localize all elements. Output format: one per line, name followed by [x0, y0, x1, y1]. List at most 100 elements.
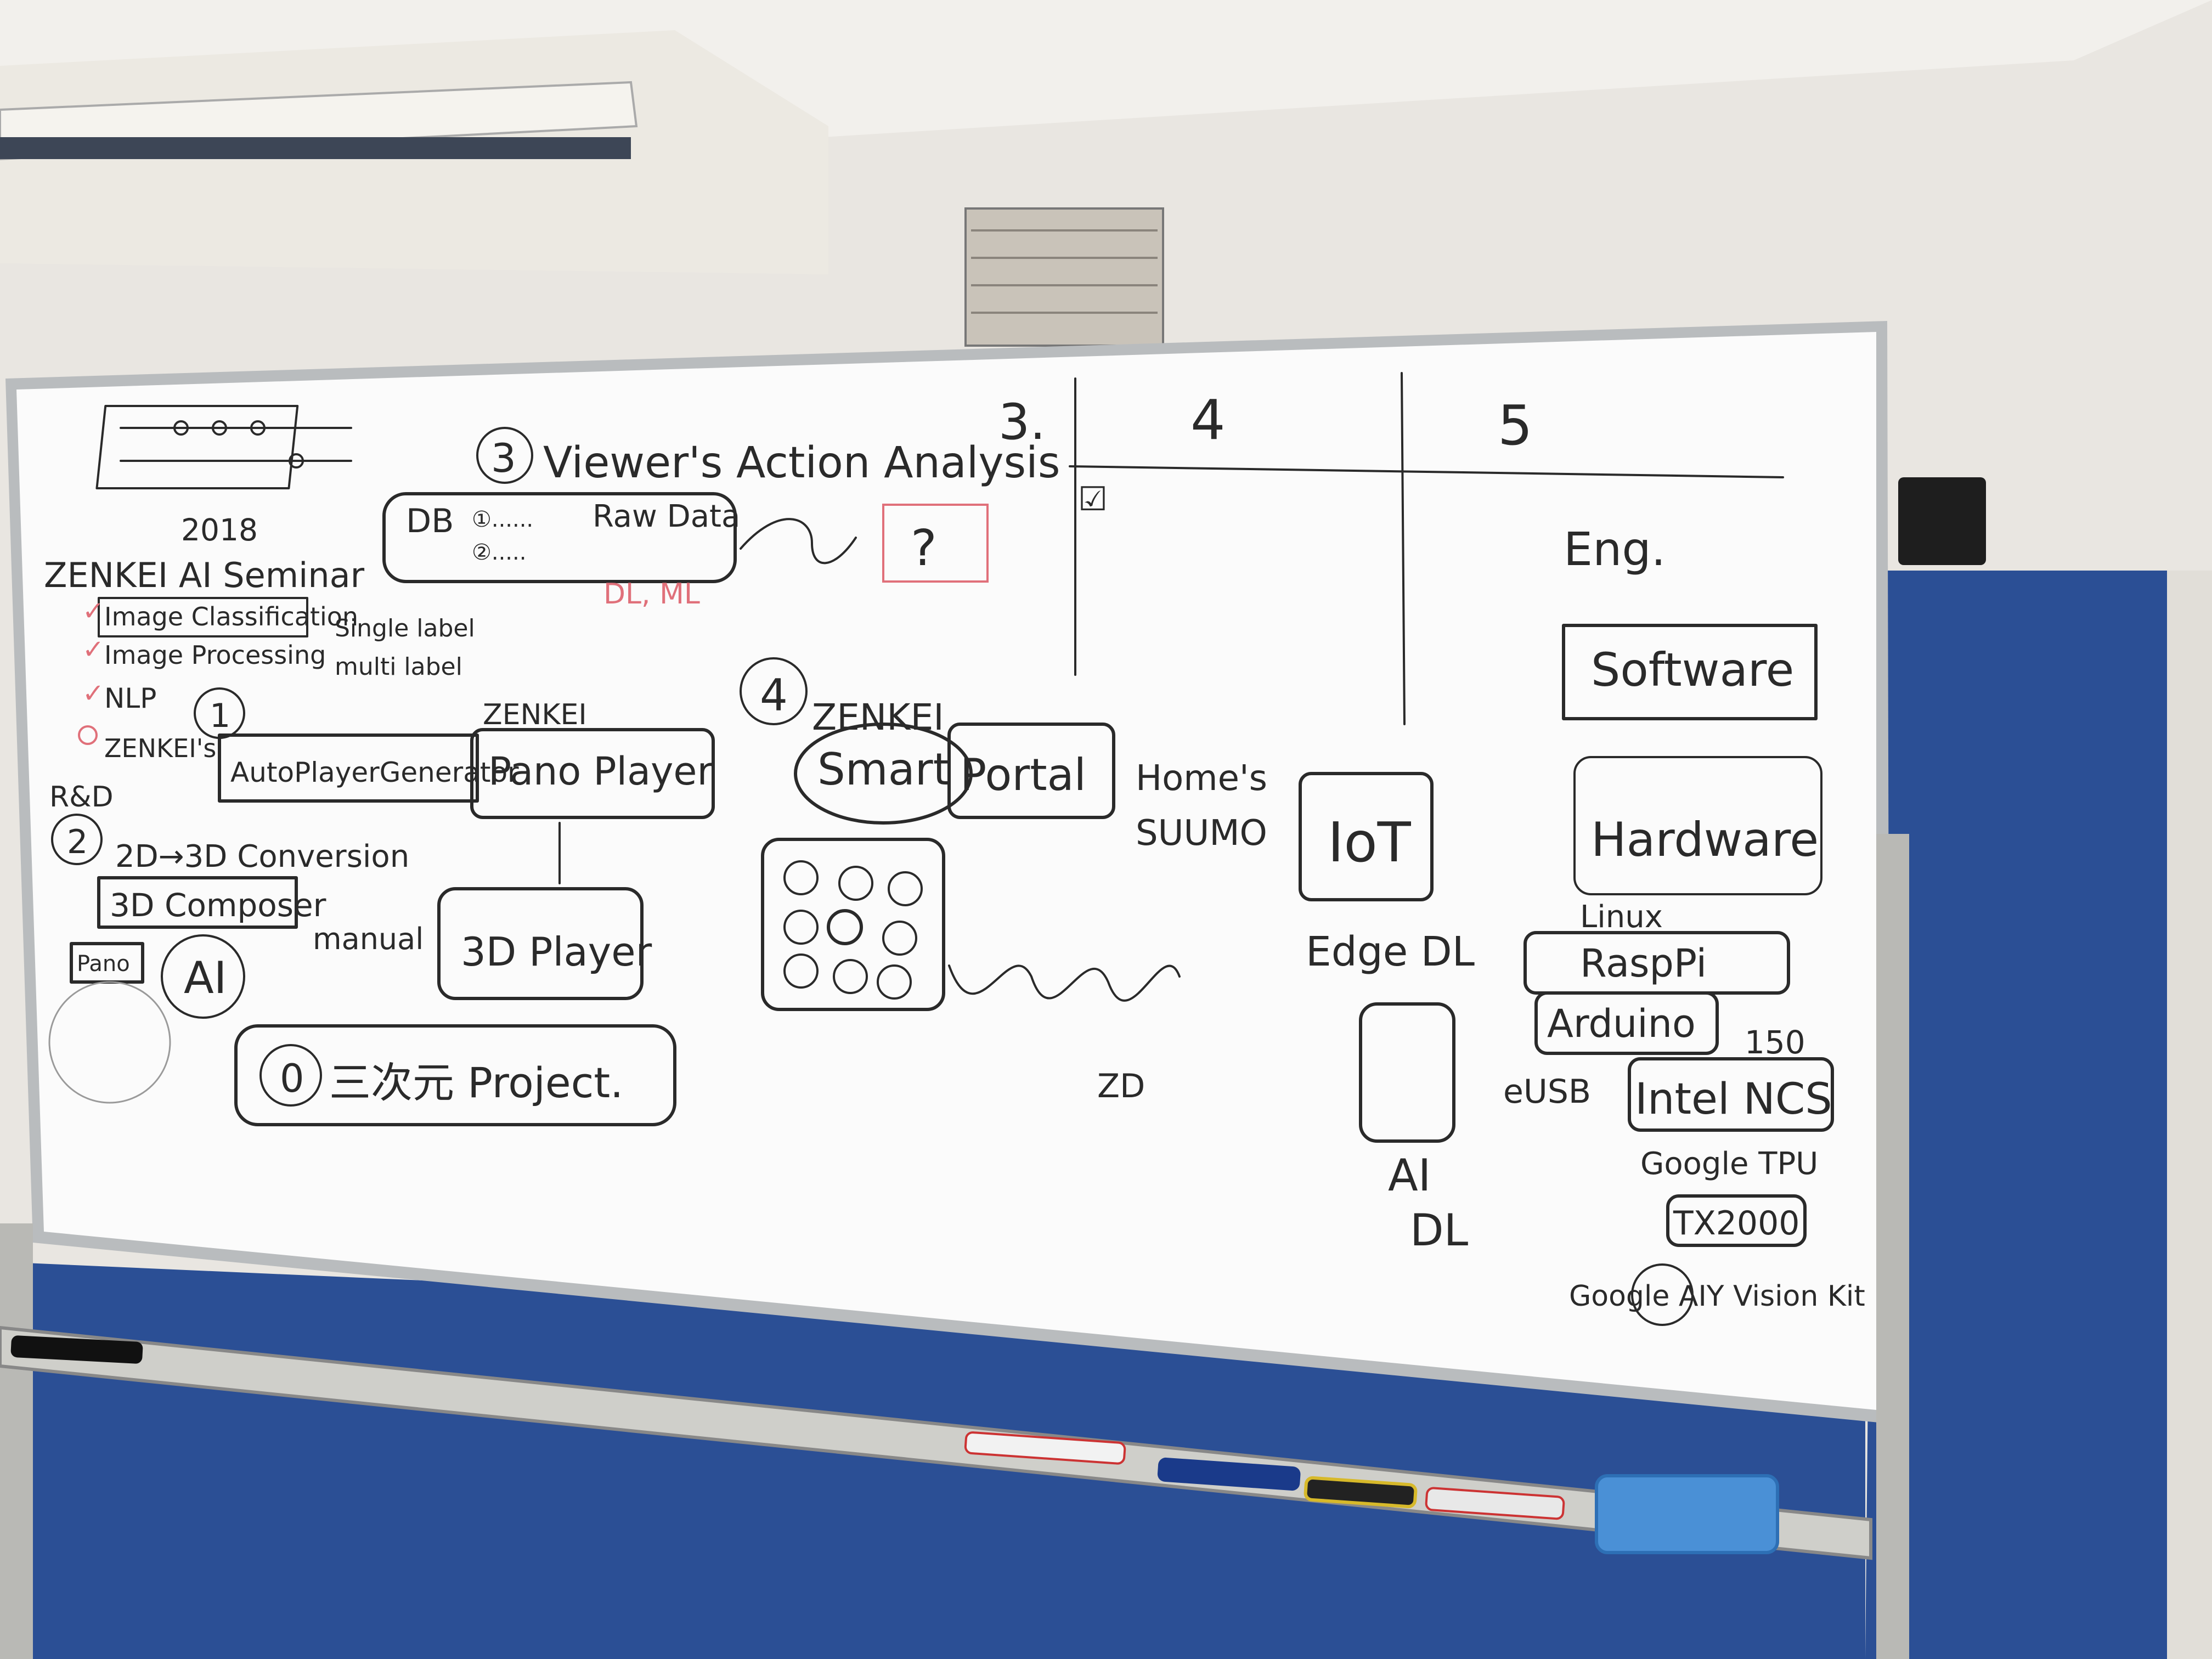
num3-circle	[476, 427, 533, 484]
hardware-label: Hardware	[1591, 812, 1819, 867]
neural-net-sketch	[95, 405, 352, 489]
pink-circle	[78, 725, 98, 745]
grid-box	[761, 838, 945, 1011]
portal-label: Portal	[960, 749, 1086, 800]
aiy-circle	[1631, 1263, 1694, 1326]
table-col5: 5	[1498, 393, 1533, 458]
rawdata-label: Raw Data	[592, 499, 740, 534]
tray-markers	[10, 1335, 1565, 1520]
arduino-label: Arduino	[1547, 1001, 1696, 1046]
check-mark-2: ✓	[82, 634, 104, 665]
player3d-label: 3D Player	[461, 929, 652, 975]
pano-player-label: Pano Player	[488, 749, 713, 794]
table-hline	[1069, 465, 1784, 478]
item-image-processing: Image Processing	[104, 640, 326, 670]
tx-box	[1666, 1194, 1807, 1247]
pano-player-box	[470, 728, 715, 819]
zenkei-small: ZENKEI	[483, 698, 587, 731]
software-label: Software	[1591, 643, 1794, 697]
linux-label: Linux	[1580, 899, 1663, 935]
num0-circle	[259, 1044, 322, 1107]
multi-label: multi label	[335, 653, 462, 681]
google-tpu-label: Google TPU	[1640, 1146, 1818, 1182]
raspi-label: RaspPi	[1580, 941, 1707, 986]
ai-circle-label: AI	[184, 952, 227, 1003]
composer-label: 3D Composer	[110, 887, 326, 924]
auto-player-box	[218, 733, 479, 803]
loop-line	[948, 964, 1181, 1002]
intel-label: Intel NCS	[1635, 1075, 1832, 1124]
year-label: 2018	[181, 512, 258, 548]
iot-label: IoT	[1328, 810, 1412, 874]
conversion-label: 2D→3D Conversion	[115, 839, 409, 874]
pano-label: Pano	[77, 951, 130, 977]
auto-player-label: AutoPlayerGenerator	[230, 757, 519, 788]
suumo-label: SUUMO	[1136, 813, 1267, 854]
table-col4: 4	[1190, 388, 1226, 452]
faint-circle-1	[48, 981, 171, 1104]
player3d-box	[437, 887, 644, 1000]
usb-label: eUSB	[1503, 1073, 1591, 1111]
item-zenkeis: ZENKEI's	[104, 733, 216, 763]
homes-label: Home's	[1136, 758, 1267, 799]
check-mark-3: ✓	[82, 678, 104, 709]
grid-circles	[783, 860, 923, 1000]
wall-right	[2167, 571, 2212, 1659]
project-label: 三次元 Project.	[329, 1058, 623, 1107]
ai-chip-box	[1359, 1002, 1455, 1143]
table-vline-2	[1401, 372, 1406, 725]
question-label: ?	[911, 520, 937, 577]
num2-label: 2	[67, 823, 88, 861]
viewers-title: Viewer's Action Analysis	[543, 438, 1060, 488]
connector-loop	[740, 518, 857, 565]
table-check: ☑	[1078, 480, 1108, 518]
composer-box	[97, 876, 298, 929]
wall-vent	[964, 207, 1164, 347]
stand-pole-right	[1876, 834, 1909, 1659]
tx-label: TX2000	[1673, 1204, 1799, 1243]
intel-box	[1628, 1057, 1834, 1132]
dl-label: DL	[1410, 1205, 1469, 1256]
db-item1: ①......	[472, 507, 533, 532]
eng-label: Eng.	[1564, 522, 1666, 576]
manual-label: manual	[313, 922, 424, 956]
item-image-classification: Image Classification	[104, 602, 358, 631]
software-box	[1562, 624, 1818, 720]
partition-right	[1865, 571, 2167, 1659]
db-box	[382, 492, 737, 583]
ai-label: AI	[1388, 1150, 1431, 1201]
iot-box	[1299, 772, 1434, 901]
hardware-box	[1573, 756, 1822, 895]
num3-label: 3	[491, 435, 516, 481]
db-item2: ②.....	[472, 540, 526, 565]
num2-circle	[51, 814, 103, 865]
question-box	[882, 504, 989, 583]
db-label: DB	[406, 502, 454, 540]
stand-pole-left	[0, 1223, 33, 1659]
air-conditioner	[0, 30, 828, 274]
portal-box	[947, 723, 1115, 819]
speaker	[1898, 477, 1986, 565]
table-col3: 3.	[998, 393, 1046, 451]
eraser	[1595, 1474, 1779, 1554]
smart-label: Smart	[817, 744, 950, 795]
ai-circle	[161, 934, 245, 1019]
single-label: Single label	[335, 614, 475, 642]
num4-circle	[740, 657, 808, 725]
item-nlp: NLP	[104, 682, 156, 714]
rd-label: R&D	[49, 781, 114, 814]
check-mark-1: ✓	[82, 596, 104, 627]
num0-label: 0	[280, 1056, 304, 1101]
project-box	[234, 1024, 676, 1126]
num4-label: 4	[760, 670, 788, 721]
num1-label: 1	[210, 697, 230, 735]
aiy-label: Google AIY Vision Kit	[1569, 1280, 1865, 1313]
dlml-label: DL, ML	[603, 578, 700, 611]
smart-ellipse	[794, 723, 973, 825]
arduino-box	[1534, 991, 1719, 1055]
vent-slats	[971, 229, 1158, 314]
seminar-title: ZENKEI AI Seminar	[44, 555, 365, 595]
note-label: ZD	[1097, 1067, 1145, 1105]
image-classification-box	[98, 597, 308, 637]
